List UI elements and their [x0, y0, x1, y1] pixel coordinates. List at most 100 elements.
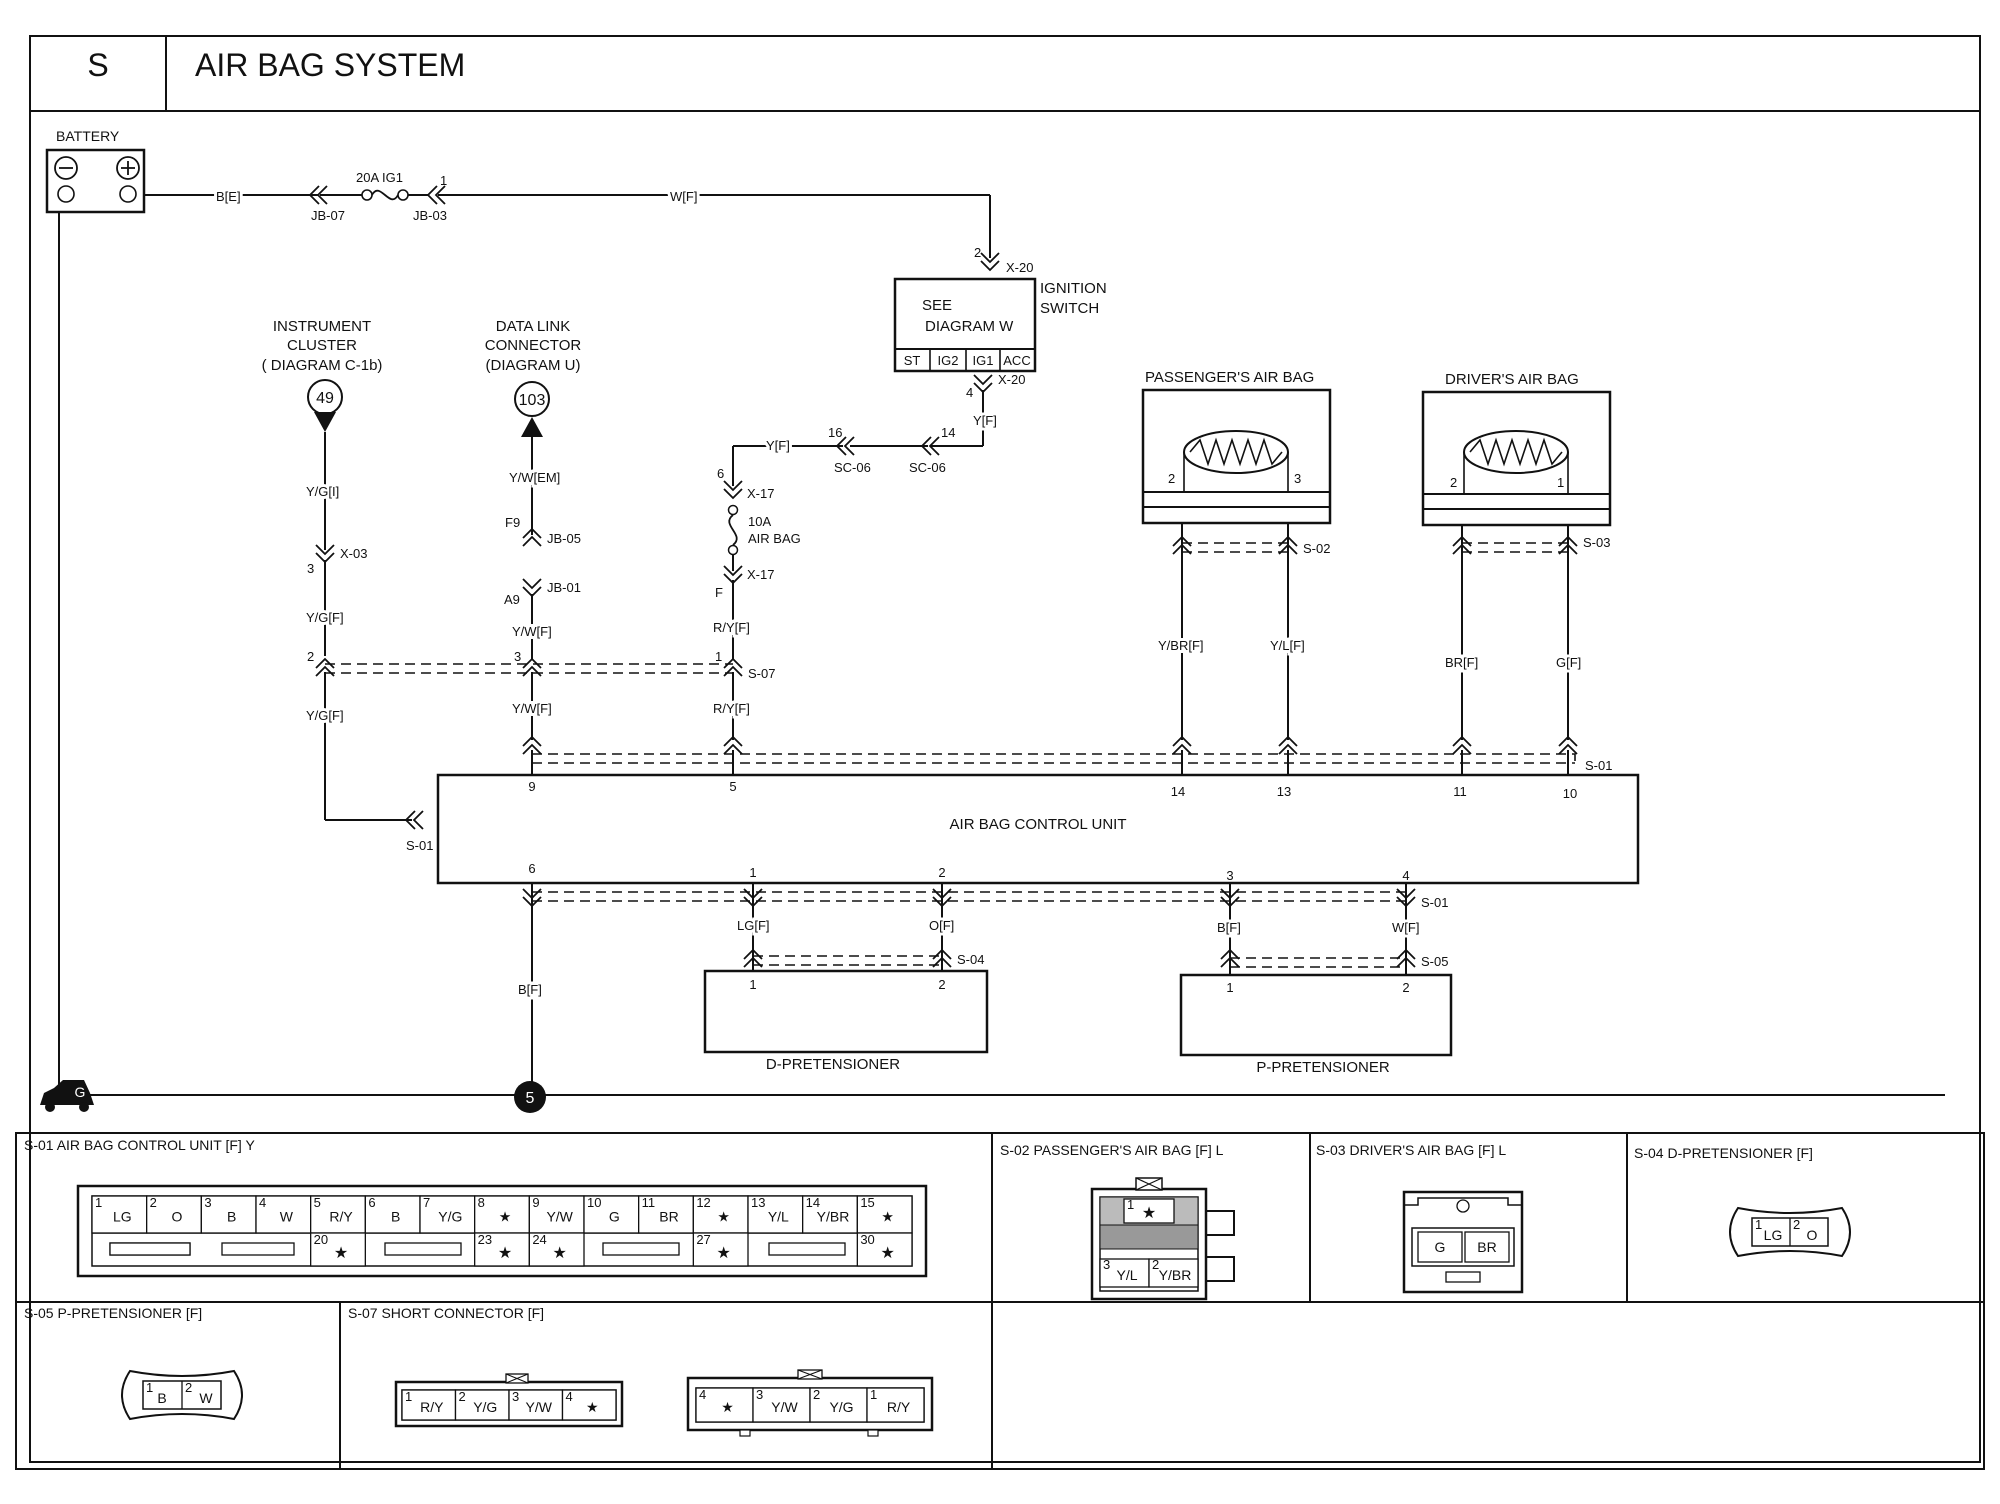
- conn-jb03: JB-03: [413, 208, 447, 223]
- chassis-ground-symbol: [40, 1080, 94, 1112]
- s07b-pin-number: 3: [756, 1387, 763, 1402]
- fuse-ig1-pin: 1: [440, 173, 447, 188]
- wire-ic-1: Y/G[I]: [306, 484, 339, 499]
- dpt-label: D-PRETENSIONER: [766, 1056, 900, 1073]
- ic-s07-pin: 2: [307, 649, 314, 664]
- s01-title: S-01 AIR BAG CONTROL UNIT [F] Y: [24, 1137, 255, 1153]
- s07b-pin-number: 2: [813, 1387, 820, 1402]
- s01-pin-number: 12: [696, 1195, 710, 1210]
- dlc-conn-jb05: JB-05: [547, 531, 581, 546]
- s04-cell-2: O: [1807, 1227, 1818, 1243]
- wire-ic-3: Y/G[F]: [306, 708, 344, 723]
- s07a-cell: [454, 1389, 510, 1421]
- s02-title: S-02 PASSENGER'S AIR BAG [F] L: [1000, 1142, 1224, 1158]
- ign-term-ig2: IG2: [938, 353, 959, 368]
- s01-cell: [747, 1195, 804, 1234]
- fuse-airbag-pin-top: 6: [717, 466, 724, 481]
- s01-wire-color: Y/L: [768, 1209, 789, 1225]
- s01-pin-number: 23: [478, 1232, 492, 1247]
- s07a-cell: [401, 1389, 457, 1421]
- ground-node-number: 5: [526, 1090, 535, 1107]
- s05-cell-2-n: 2: [185, 1380, 192, 1395]
- acu-conn-top: S-01: [1585, 758, 1612, 773]
- s01-wire-color: R/Y: [329, 1209, 353, 1225]
- s02-cell-3: Y/L: [1116, 1267, 1137, 1283]
- sc06-pin-a: 16: [828, 425, 842, 440]
- s01-wire-color: ★: [498, 1245, 512, 1262]
- s01-wire-color: ★: [717, 1209, 730, 1225]
- wire-pab-right: Y/L[F]: [1270, 638, 1305, 653]
- s01-cell: [419, 1195, 476, 1234]
- s07-airbag-pin: 1: [715, 649, 722, 664]
- d-pretensioner: [703, 969, 989, 1054]
- fuse-airbag-l2: AIR BAG: [748, 531, 801, 546]
- fuse-ig1-label: 20A IG1: [356, 170, 403, 185]
- s07b-wire-color: Y/G: [829, 1399, 853, 1415]
- dlc-s07-pin: 3: [514, 649, 521, 664]
- s01-wire-color: ★: [716, 1245, 730, 1262]
- acu-label: AIR BAG CONTROL UNIT: [950, 816, 1127, 833]
- ic-conn: X-03: [340, 546, 367, 561]
- dlc-ref-bubble: [514, 381, 550, 437]
- wire-dpt-2: O[F]: [929, 918, 954, 933]
- s07b-cell: [866, 1387, 925, 1423]
- ign-pin-bottom: 4: [966, 385, 973, 400]
- s07a-pin-number: 3: [512, 1389, 519, 1404]
- s02-connector: [1090, 1177, 1235, 1301]
- s01-cell: [856, 1232, 913, 1267]
- ground-symbol-g: G: [75, 1084, 86, 1100]
- s01-wire-color: O: [172, 1209, 183, 1225]
- pab-pin-left: 2: [1168, 471, 1175, 486]
- conn-x20-top: X-20: [1006, 260, 1033, 275]
- s01-cell: [583, 1195, 640, 1234]
- s01-wire-color: ★: [334, 1245, 348, 1262]
- wire-ic-2: Y/G[F]: [306, 610, 344, 625]
- s01-cell: [692, 1232, 749, 1267]
- s07a-wire-color: ★: [586, 1399, 599, 1415]
- fuse-airbag-conn-top: X-17: [747, 486, 774, 501]
- s01-wire-color: Y/W: [546, 1209, 573, 1225]
- ign-label-1: IGNITION: [1040, 280, 1107, 297]
- ppt-conn: S-05: [1421, 954, 1448, 969]
- wire-airbag-ry: R/Y[F]: [713, 620, 750, 635]
- s01-wire-color: Y/G: [438, 1209, 462, 1225]
- ic-pin: 3: [307, 561, 314, 576]
- fuse-airbag-conn-bottom: X-17: [747, 567, 774, 582]
- s01-wire-color: LG: [113, 1209, 132, 1225]
- dpt-pin-2: 2: [938, 977, 945, 992]
- acu-pin-13: 13: [1277, 784, 1291, 799]
- driver-airbag: [1421, 390, 1612, 527]
- ppt-pin-2: 2: [1402, 980, 1409, 995]
- s01-cell: [638, 1195, 694, 1234]
- dlc-conn-jb01: JB-01: [547, 580, 581, 595]
- s01-wire-color: G: [609, 1209, 620, 1225]
- s02-cell-3-n: 3: [1103, 1257, 1110, 1272]
- wire-dlc-1: Y/W[EM]: [509, 470, 560, 485]
- air-bag-control-unit: [436, 773, 1640, 885]
- ic-line3: ( DIAGRAM C-1b): [262, 357, 383, 374]
- s01-pin-number: 7: [423, 1195, 430, 1210]
- s03-cell-br: BR: [1477, 1239, 1496, 1255]
- s01-pin-number: 3: [204, 1195, 211, 1210]
- acu-pin-10: 10: [1563, 786, 1577, 801]
- s01-pin-number: 20: [314, 1232, 328, 1247]
- s01-pin-number: 2: [150, 1195, 157, 1210]
- fuse-10a-airbag: [727, 504, 739, 556]
- dlc-line2: CONNECTOR: [485, 337, 582, 354]
- s01-cell: [146, 1195, 202, 1234]
- acu-pin-14: 14: [1171, 784, 1185, 799]
- s01-pin-number: 24: [532, 1232, 546, 1247]
- s04-cell-2-n: 2: [1793, 1217, 1800, 1232]
- acu-pin-2: 2: [938, 865, 945, 880]
- sc06-pin-b: 14: [941, 425, 955, 440]
- s03-cell-g: G: [1435, 1239, 1446, 1255]
- s05-cell-2: W: [199, 1390, 213, 1406]
- s04-connector: [1729, 1206, 1851, 1258]
- sc06-conn-b: SC-06: [909, 460, 946, 475]
- s01-pin-number: 30: [860, 1232, 874, 1247]
- s01-pin-number: 1: [95, 1195, 102, 1210]
- dab-conn: S-03: [1583, 535, 1610, 550]
- s01-wire-color: B: [227, 1209, 236, 1225]
- s03-connector: [1402, 1190, 1524, 1294]
- s01-pin-number: 4: [259, 1195, 266, 1210]
